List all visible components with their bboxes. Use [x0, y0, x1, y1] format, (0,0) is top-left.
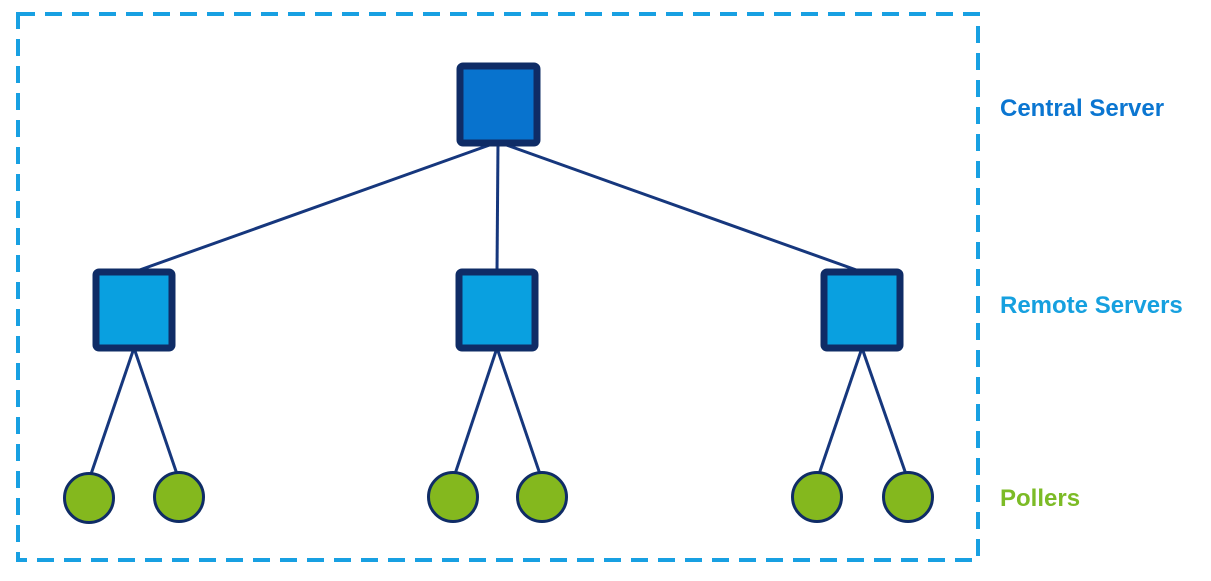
edge-central-to-remote-1: [133, 140, 499, 274]
edge-remote-1-to-poller-1: [87, 347, 136, 481]
poller-node-6: [882, 471, 934, 523]
remote-server-node-1: [92, 268, 176, 352]
poller-node-5: [791, 471, 843, 523]
edge-central-to-remote-2: [495, 141, 500, 273]
edge-remote-2-to-poller-3: [451, 347, 499, 481]
label-pollers: Pollers: [1000, 485, 1080, 512]
label-central-server: Central Server: [1000, 95, 1164, 122]
poller-node-3: [427, 471, 479, 523]
remote-server-nodes: [92, 268, 904, 352]
edge-central-to-remote-3: [497, 140, 863, 274]
edge-remote-1-to-poller-2: [132, 347, 181, 481]
poller-node-4: [516, 471, 568, 523]
poller-node-1: [63, 472, 115, 524]
poller-nodes: [63, 471, 934, 524]
label-remote-servers: Remote Servers: [1000, 292, 1183, 319]
edge-remote-3-to-poller-5: [815, 347, 864, 481]
poller-node-2: [153, 471, 205, 523]
edge-lines: [87, 140, 910, 481]
edge-remote-3-to-poller-6: [860, 347, 910, 481]
remote-server-node-3: [820, 268, 904, 352]
boundary-dashed-box: [16, 12, 980, 562]
remote-server-node-2: [455, 268, 539, 352]
edge-remote-2-to-poller-4: [495, 347, 544, 481]
central-server-node: [456, 62, 541, 147]
